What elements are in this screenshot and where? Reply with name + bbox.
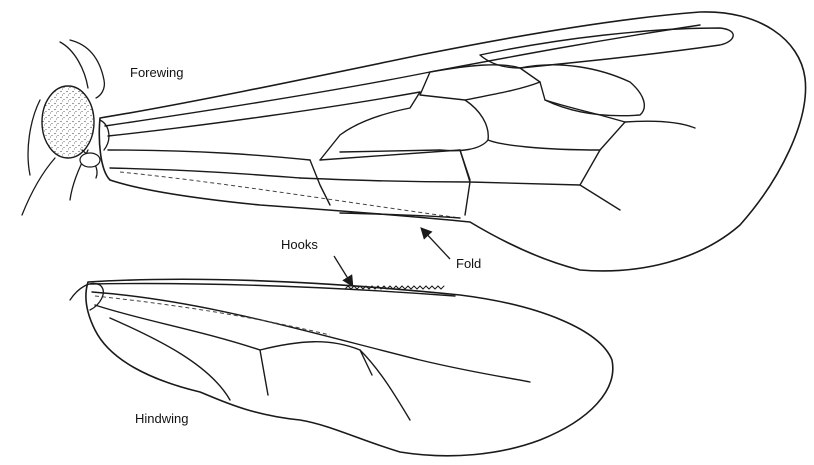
forewing-label: Forewing — [130, 65, 183, 80]
fold-label: Fold — [456, 256, 481, 271]
thorax-fragment — [22, 40, 109, 215]
forewing — [99, 12, 805, 271]
hooks-label: Hooks — [281, 237, 318, 252]
hindwing-label: Hindwing — [135, 411, 188, 426]
hooks-arrow — [334, 256, 352, 285]
fold-arrow — [422, 229, 450, 259]
hindwing — [70, 279, 613, 456]
